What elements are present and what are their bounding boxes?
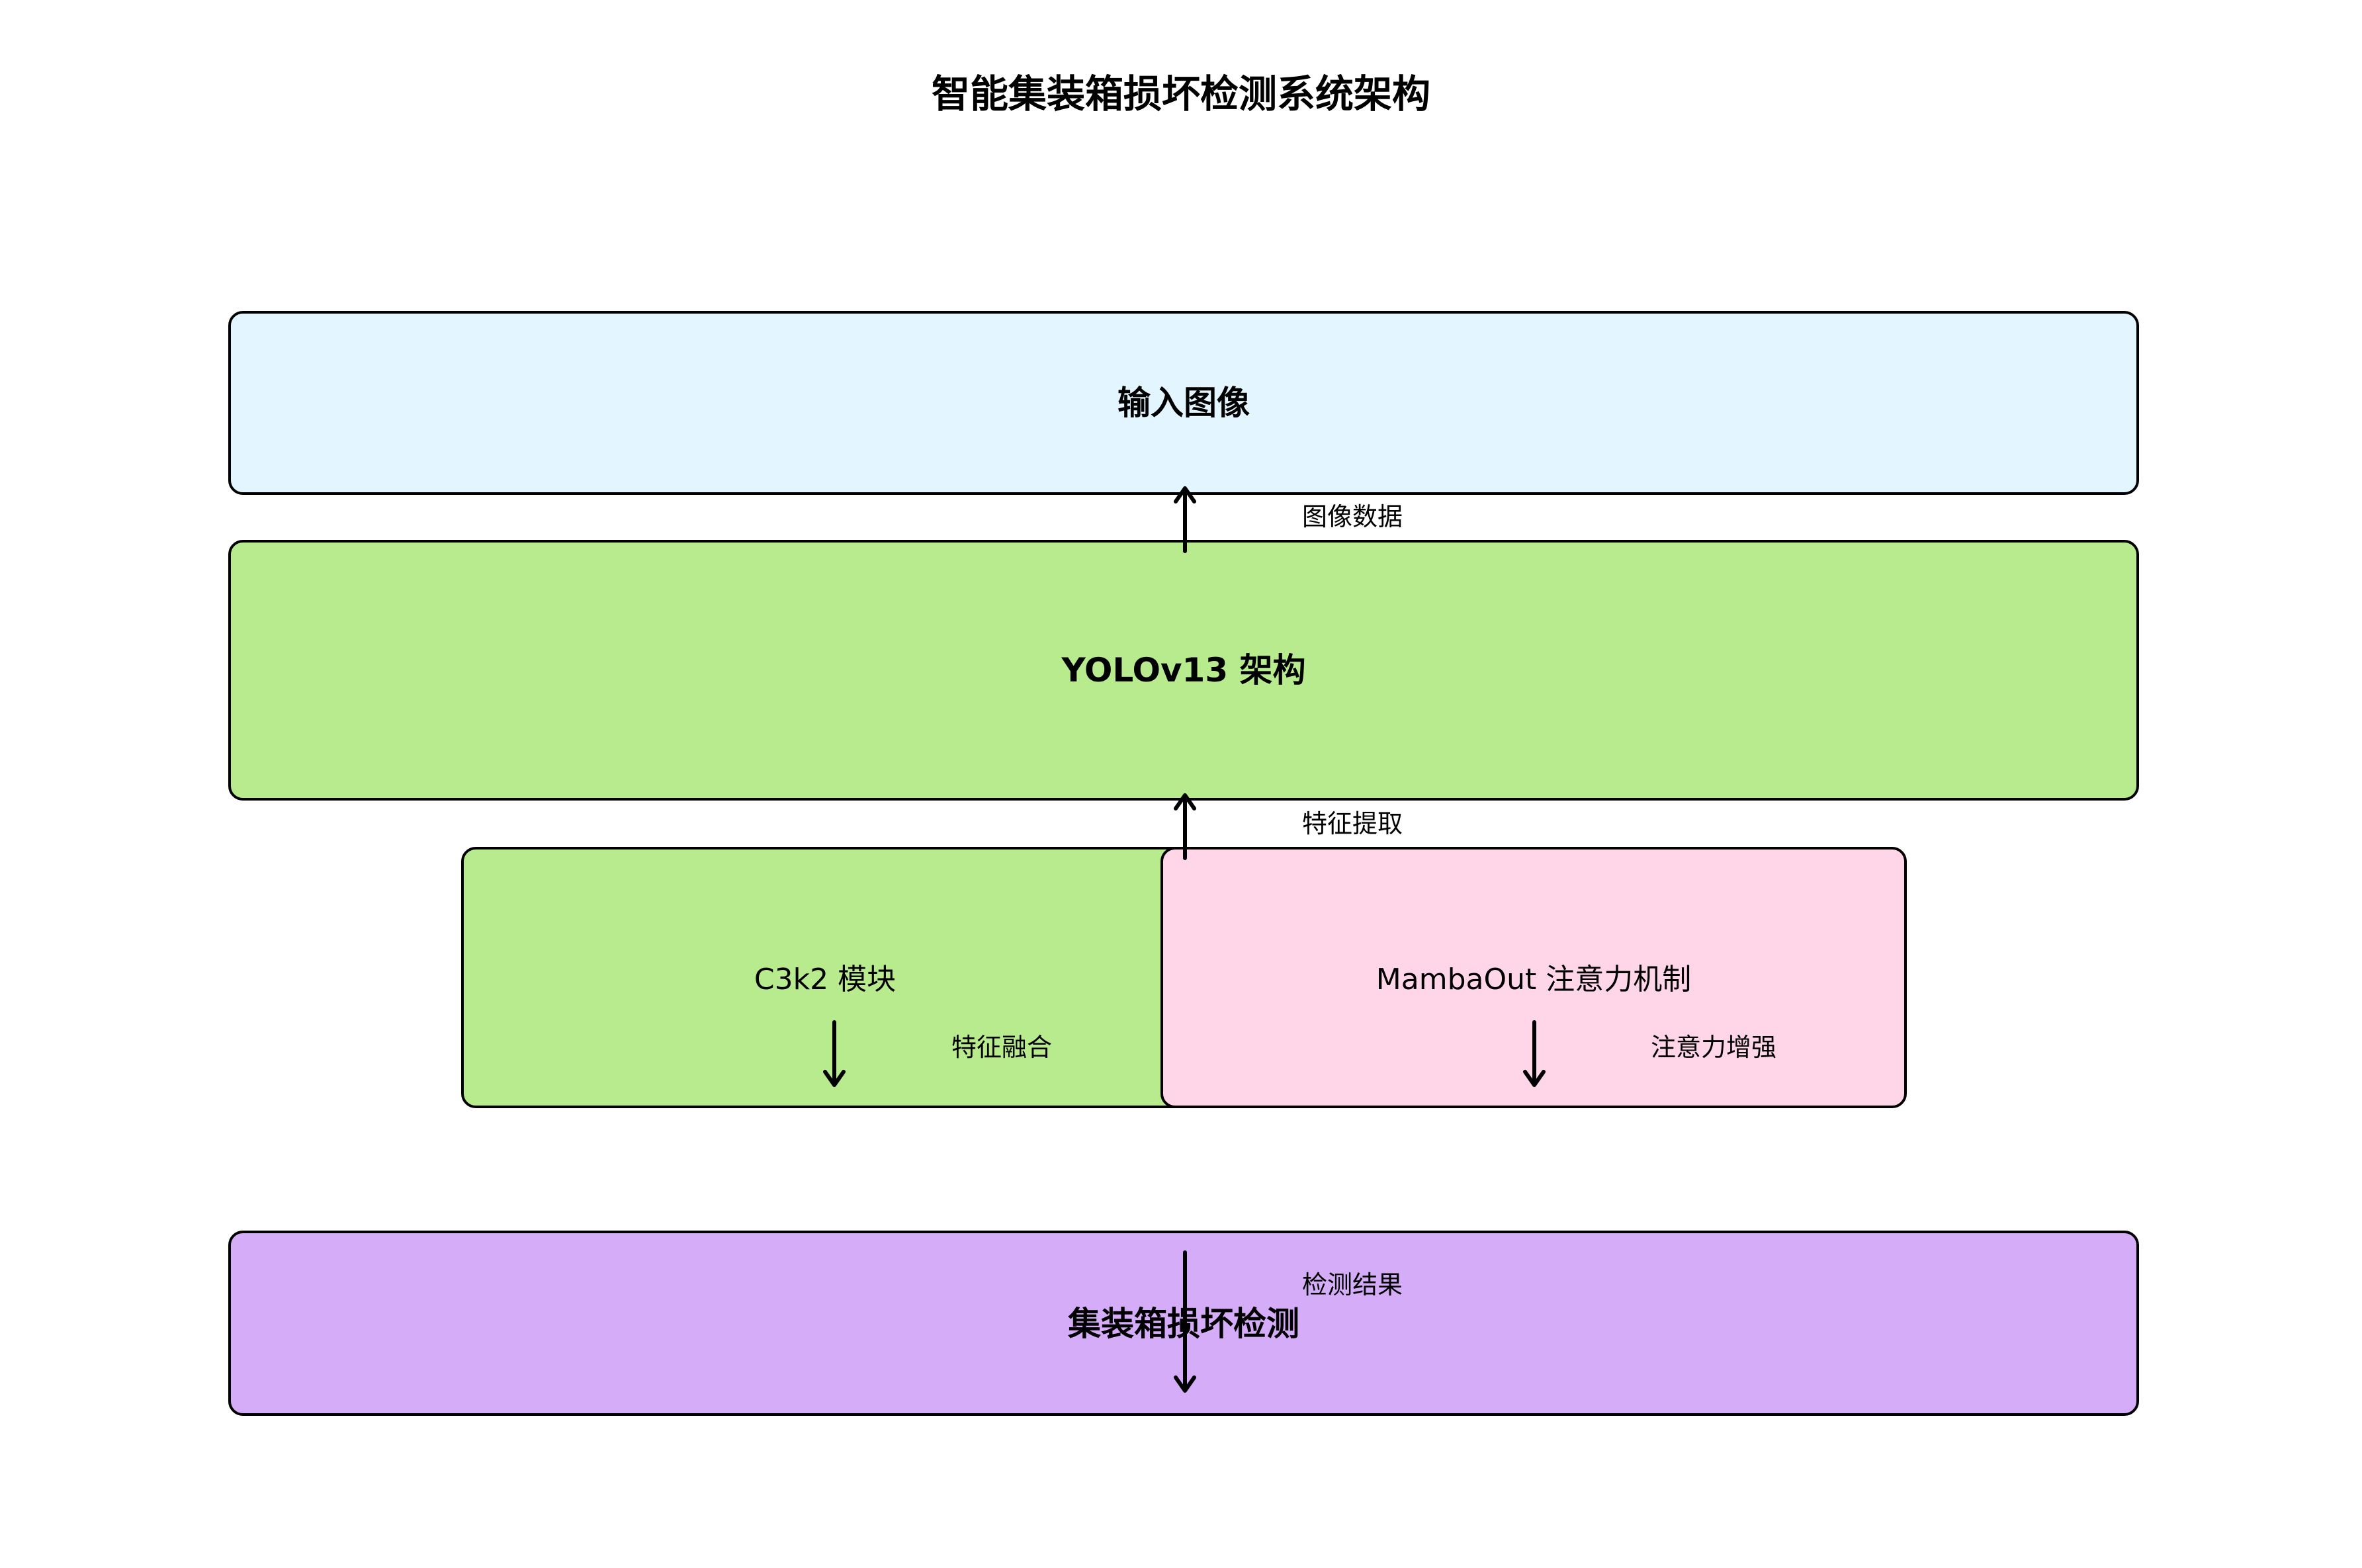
edge-label-detection-result: 检测结果 [1302,1270,1403,1299]
edge-label-feature-fusion: 特征融合 [951,1033,1053,1062]
edge-label-image-data: 图像数据 [1302,502,1403,531]
node-yolo-architecture: YOLOv13 架构 [228,540,2139,801]
node-c3k2-module-label: C3k2 模块 [754,963,897,996]
node-mambaout-attention-label: MambaOut 注意力机制 [1376,963,1692,996]
node-input-image-label: 输入图像 [1117,384,1250,422]
node-yolo-architecture-label: YOLOv13 架构 [1061,651,1306,689]
node-container-damage-detection-label: 集装箱损坏检测 [1068,1305,1299,1343]
node-input-image: 输入图像 [228,311,2139,495]
edge-label-attention-enhance: 注意力增强 [1651,1033,1777,1062]
node-mambaout-attention: MambaOut 注意力机制 [1160,847,1907,1108]
diagram-title: 智能集装箱损坏检测系统架构 [931,71,1430,116]
edge-label-feature-extraction: 特征提取 [1302,809,1403,838]
node-c3k2-module: C3k2 模块 [461,847,1189,1108]
node-container-damage-detection: 集装箱损坏检测 [228,1231,2139,1416]
